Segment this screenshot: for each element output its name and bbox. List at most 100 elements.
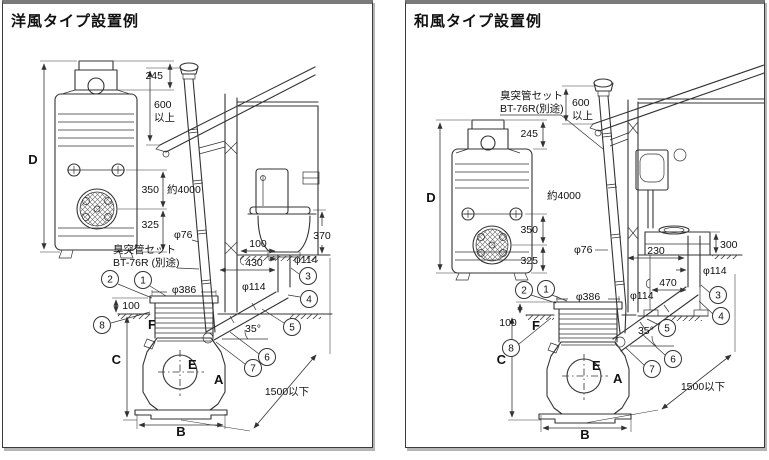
- callout-5: 5: [658, 319, 676, 337]
- dim-300-label: 300: [720, 239, 738, 251]
- dia-114-vertical-label: φ114: [703, 265, 727, 277]
- dim-1500-label: 1500以下: [681, 381, 725, 393]
- japanese-installation-diagram: 臭突管セット BT-76R(別途) 600 以上 245 D 350 325 約…: [426, 64, 764, 442]
- dia-114-vertical-label: φ114: [294, 254, 318, 266]
- callout-number: 8: [508, 344, 514, 355]
- callout-8: 8: [502, 339, 520, 357]
- dia-76-label: φ76: [174, 229, 193, 241]
- callout-leaders: [110, 267, 301, 365]
- letter-c: C: [112, 352, 122, 367]
- western-toilet: [247, 168, 320, 258]
- dim-230-label: 230: [647, 245, 665, 257]
- callout-2: 2: [515, 281, 533, 299]
- callout-8: 8: [93, 316, 111, 334]
- letter-b: B: [176, 424, 185, 439]
- callout-1: 1: [537, 280, 555, 298]
- letter-e: E: [592, 358, 601, 373]
- dim-4000-label: 約4000: [547, 189, 581, 202]
- callout-6: 6: [258, 348, 276, 366]
- callout-number: 4: [718, 312, 724, 323]
- vent-set-label-line1: 臭突管セット: [500, 89, 563, 102]
- callout-3: 3: [299, 267, 317, 285]
- dim-1500-label: 1500以下: [265, 386, 309, 398]
- callout-number: 3: [715, 291, 721, 302]
- page-title-western: 洋風タイプ設置例: [11, 13, 140, 30]
- dim-245-label: 245: [520, 128, 538, 140]
- dia-76-label: φ76: [574, 244, 593, 256]
- drain-piping: [612, 235, 701, 352]
- angle-35-label: 35°: [638, 325, 654, 337]
- callout-number: 6: [670, 355, 676, 366]
- house-section: [589, 64, 764, 321]
- vent-set-label-line2: BT-76R(別途): [500, 102, 564, 115]
- vent-pipe: [593, 78, 629, 334]
- dia-114-sloped-label: φ114: [242, 281, 266, 293]
- letter-d: D: [426, 190, 435, 205]
- ground-line: [525, 314, 637, 320]
- house-section: [155, 66, 331, 313]
- vent-set-label-line2: BT-76R (別途): [113, 256, 180, 269]
- callout-1: 1: [134, 271, 152, 289]
- letter-a: A: [214, 372, 224, 387]
- letter-c: C: [497, 352, 507, 367]
- drain-piping: [205, 254, 291, 341]
- callout-number: 5: [289, 323, 295, 334]
- panel-western-type: 洋風タイプ設置例: [2, 0, 373, 448]
- letter-a: A: [613, 371, 623, 386]
- dim-470-label: 470: [659, 277, 677, 289]
- underground-tank: [134, 295, 228, 420]
- callout-3: 3: [709, 286, 727, 304]
- dim-350-label: 350: [520, 224, 538, 236]
- letter-f: F: [532, 318, 540, 333]
- dimension-lines: [40, 60, 331, 432]
- callout-4: 4: [300, 290, 318, 308]
- callout-7: 7: [643, 360, 661, 378]
- dim-370-label: 370: [313, 230, 331, 242]
- callout-number: 2: [107, 275, 113, 286]
- dim-100-ground-label: 100: [499, 317, 517, 329]
- floor-hatch: [240, 256, 318, 261]
- vent-set-label-line1: 臭突管セット: [113, 243, 176, 256]
- dim-600-label: 600: [572, 97, 590, 109]
- dia-114-sloped-label: φ114: [630, 290, 654, 302]
- tank-front-view: [54, 60, 138, 259]
- letter-b: B: [580, 427, 589, 442]
- letter-f: F: [148, 317, 156, 332]
- callout-number: 7: [649, 365, 655, 376]
- dim-325-label: 325: [520, 255, 538, 267]
- dim-245-label: 245: [145, 70, 163, 82]
- letter-d: D: [28, 152, 37, 167]
- page-title-japanese: 和風タイプ設置例: [414, 13, 543, 30]
- dim-100-ground-label: 100: [122, 300, 140, 312]
- callout-number: 5: [664, 324, 670, 335]
- dim-430-label: 430: [245, 257, 263, 269]
- dim-100-wall-label: 100: [249, 238, 267, 250]
- dim-325-label: 325: [141, 219, 159, 231]
- callout-number: 7: [250, 364, 256, 375]
- callout-5: 5: [283, 318, 301, 336]
- japanese-toilet: [635, 148, 711, 256]
- callout-number: 3: [305, 272, 311, 283]
- callout-number: 4: [306, 295, 312, 306]
- callout-7: 7: [244, 359, 262, 377]
- callout-number: 1: [543, 285, 549, 296]
- dimension-lines: [436, 85, 736, 432]
- letter-e: E: [188, 357, 197, 372]
- underground-tank: [538, 301, 632, 424]
- dim-4000-label: 約4000: [167, 183, 201, 196]
- dim-600-suffix-label: 以上: [572, 110, 593, 122]
- callout-leaders: [518, 284, 714, 366]
- callout-number: 8: [99, 321, 105, 332]
- dia-386-label: φ386: [172, 284, 196, 296]
- callout-number: 1: [140, 276, 146, 287]
- callout-4: 4: [712, 307, 730, 325]
- angle-35-label: 35°: [245, 323, 261, 335]
- dim-350-label: 350: [141, 184, 159, 196]
- tank-front-view: [451, 119, 533, 281]
- callout-2: 2: [101, 270, 119, 288]
- dia-386-label: φ386: [576, 291, 600, 303]
- callout-6: 6: [664, 350, 682, 368]
- panel-japanese-type: 和風タイプ設置例: [405, 0, 765, 448]
- vent-pipe: [179, 62, 226, 333]
